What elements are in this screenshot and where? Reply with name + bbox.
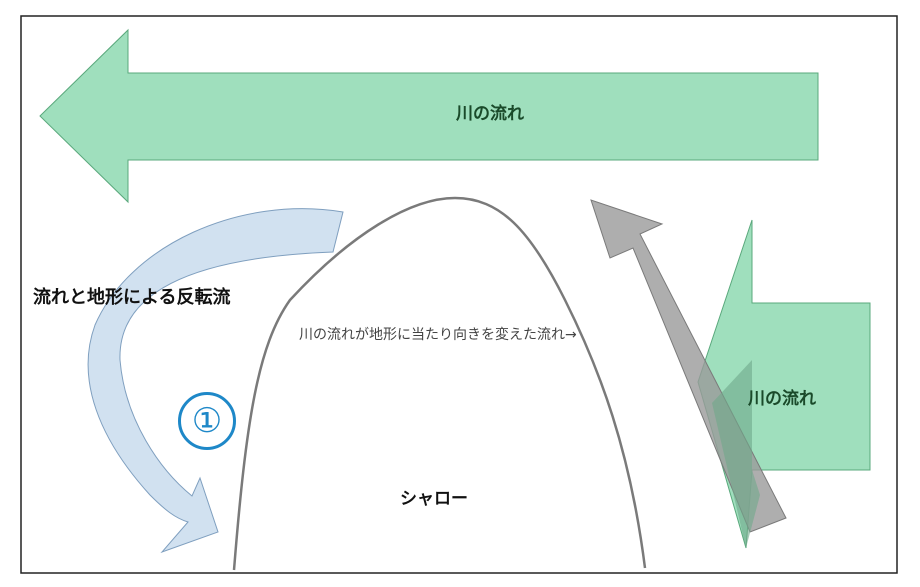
arrow-overlap-region [712,360,760,548]
river-flow-label-top: 川の流れ [456,104,524,124]
number-badge: ① [178,392,236,450]
redirected-flow-label: 川の流れが地形に当たり向きを変えた流れ→ [299,327,577,343]
shoal-label: シャロー [400,489,468,509]
shoal-outline [232,196,647,571]
river-flow-label-right: 川の流れ [748,389,816,409]
backflow-label: 流れと地形による反転流 [33,287,231,308]
backflow-curved-arrow [87,208,344,554]
river-flow-arrow-top [39,28,819,204]
